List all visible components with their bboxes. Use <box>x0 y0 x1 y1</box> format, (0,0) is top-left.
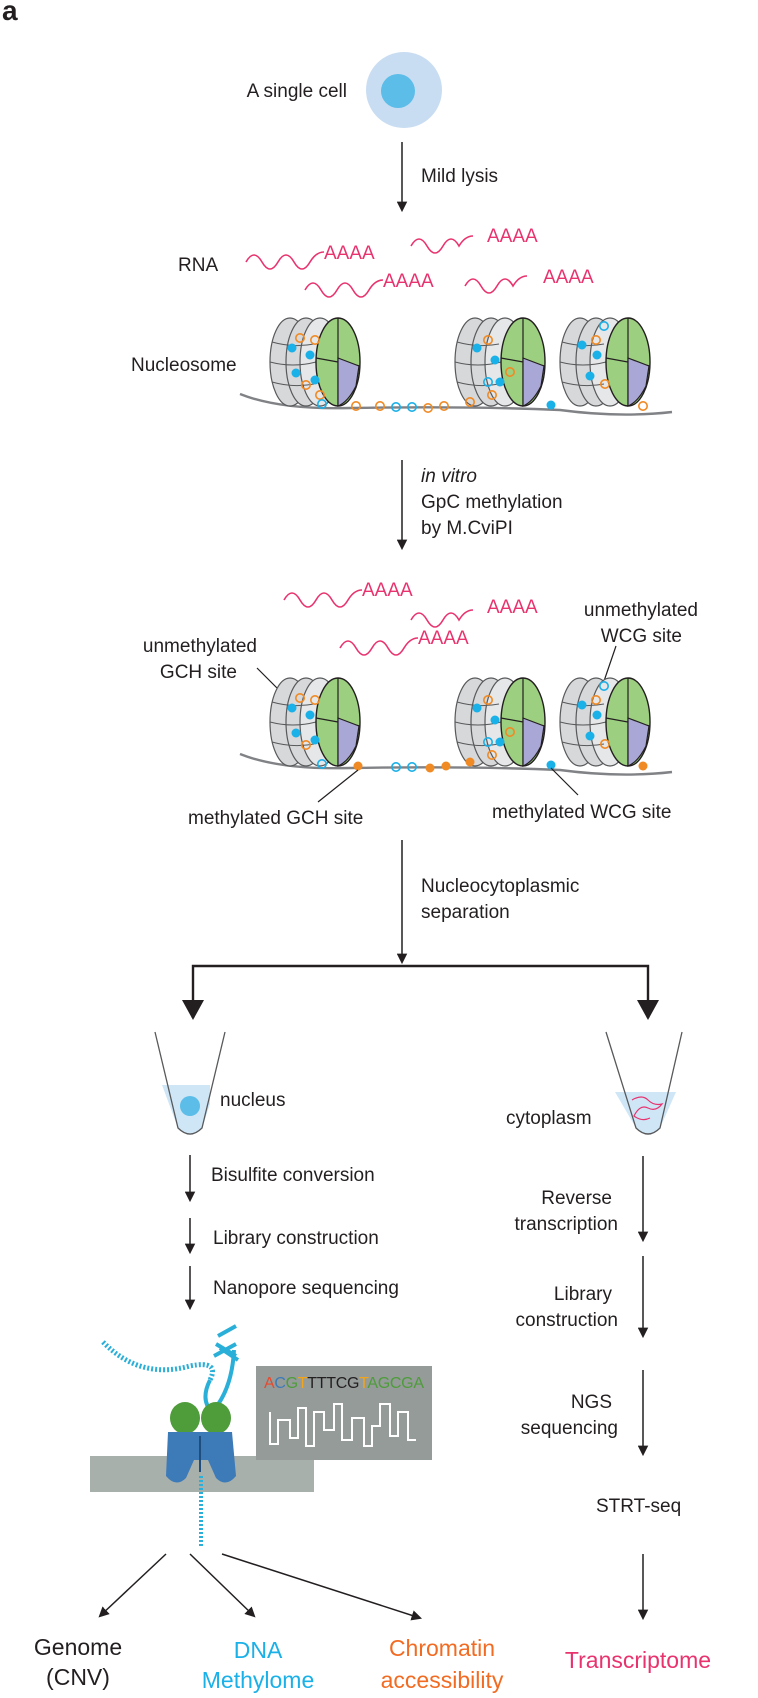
mild-lysis-label: Mild lysis <box>421 166 498 187</box>
svg-text:AAAA: AAAA <box>487 597 538 618</box>
unmethylated-wcg-label: unmethylated <box>584 600 698 621</box>
separation-label: Nucleocytoplasmic <box>421 876 579 897</box>
mcvipi-label: by M.CviPI <box>421 518 513 539</box>
library-construction-left-label: Library construction <box>213 1228 379 1249</box>
separation-label-line2: separation <box>421 902 510 923</box>
methylome-output-line2: Methylome <box>202 1667 314 1693</box>
svg-text:AAAA: AAAA <box>543 267 594 288</box>
nucleus-label: nucleus <box>220 1090 286 1111</box>
unmethylated-wcg-label-line2: WCG site <box>601 626 682 647</box>
transcriptome-output: Transcriptome <box>565 1647 711 1673</box>
rna-label: RNA <box>178 255 218 276</box>
in-vitro-label: in vitro <box>421 466 477 487</box>
svg-text:AAAA: AAAA <box>487 226 538 247</box>
chromatin-fiber-2 <box>239 677 673 776</box>
svg-text:AAAA: AAAA <box>362 580 413 601</box>
genome-output-line2: (CNV) <box>46 1664 110 1690</box>
gpc-methylation-label: GpC methylation <box>421 492 563 513</box>
svg-text:AAAA: AAAA <box>383 271 434 292</box>
ngs-label-line2: sequencing <box>521 1418 618 1439</box>
methylome-arrow <box>189 1553 256 1618</box>
read-sequence: ACGTTTTCGTAGCGA <box>264 1375 424 1392</box>
genome-arrow <box>98 1553 167 1618</box>
ngs-label: NGS <box>571 1392 612 1413</box>
nucleosome-label: Nucleosome <box>131 355 237 376</box>
strt-seq-label: STRT-seq <box>596 1496 681 1517</box>
library-construction-right-label: Library <box>554 1284 613 1305</box>
svg-text:AAAA: AAAA <box>324 243 375 264</box>
methylated-wcg-pointer <box>550 767 579 796</box>
unmethylated-gch-label: unmethylated <box>143 636 257 657</box>
branch-split <box>191 964 650 1018</box>
methylated-gch-pointer <box>317 769 359 803</box>
nanopore-label: Nanopore sequencing <box>213 1278 399 1299</box>
mrna-molecules-2: AAAA AAAA AAAA <box>283 580 538 656</box>
methylated-gch-label: methylated GCH site <box>188 808 363 829</box>
cytoplasm-tube-icon <box>605 1031 683 1135</box>
svg-text:AAAA: AAAA <box>418 628 469 649</box>
panel-label: a <box>2 0 18 26</box>
wcg-pointer <box>602 645 617 685</box>
nucleus-tube-icon <box>154 1031 226 1135</box>
reverse-transcription-label: Reverse <box>541 1188 612 1209</box>
bisulfite-label: Bisulfite conversion <box>211 1165 375 1186</box>
nanopore-icon <box>90 1324 314 1548</box>
single-cell-label: A single cell <box>247 81 347 102</box>
cytoplasm-label: cytoplasm <box>506 1108 592 1129</box>
chromatin-output-line2: accessibility <box>381 1667 504 1693</box>
sequencing-signal-panel: ACGTTTTCGTAGCGA <box>256 1366 432 1460</box>
unmethylated-gch-label-line2: GCH site <box>160 662 237 683</box>
mrna-molecules-1: AAAA AAAA AAAA AAAA <box>245 226 594 298</box>
chromatin-output: Chromatin <box>389 1635 495 1661</box>
chromatin-arrow <box>221 1553 422 1621</box>
genome-output: Genome <box>34 1634 122 1660</box>
library-construction-right-label-line2: construction <box>516 1310 618 1331</box>
reverse-transcription-label-line2: transcription <box>515 1214 619 1235</box>
chromatin-fiber-1 <box>239 317 673 416</box>
methylome-output: DNA <box>234 1637 283 1663</box>
methylated-wcg-label: methylated WCG site <box>492 802 672 823</box>
